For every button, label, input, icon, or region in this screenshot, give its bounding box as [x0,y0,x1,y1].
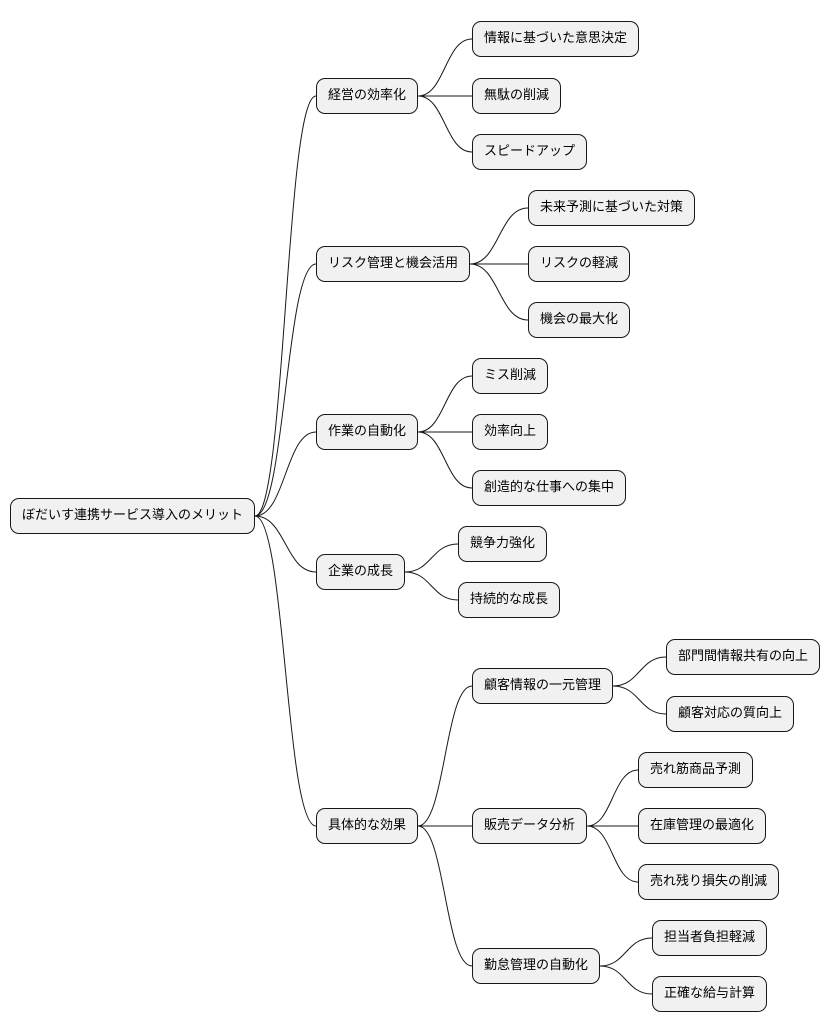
leaf-kyuuyo-keisan: 正確な給与計算 [652,976,768,1012]
connector-b4-b4-2 [404,571,459,601]
leaf-tantousha-futan: 担当者負担軽減 [652,920,768,956]
connector-b2-b2-3 [469,263,529,321]
leaf-urenokori-sakugen: 売れ残り損失の削減 [638,864,780,900]
leaf-risk-keigen: リスクの軽減 [528,246,631,282]
leaf-speed-up: スピードアップ [472,134,588,170]
subbranch-kokyaku-ichigen: 顧客情報の一元管理 [472,668,614,704]
leaf-jizokuteki-seichou: 持続的な成長 [458,582,561,618]
branch-kigyou-seichou: 企業の成長 [316,554,406,590]
leaf-kikai-saidaika: 機会の最大化 [528,302,631,338]
connector-b3-b3-3 [417,431,473,489]
connector-root-b5 [254,515,317,827]
leaf-kouritsu-koujou: 効率向上 [472,414,549,450]
branch-risk-kanri: リスク管理と機会活用 [316,246,471,282]
leaf-bumonkan-kyouyuu: 部門間情報共有の向上 [666,639,821,675]
connector-root-b4 [254,515,317,573]
connector-root-b3 [254,431,317,517]
connector-b5-2-b5-2-1 [586,769,639,827]
connector-root-b1 [254,95,317,517]
leaf-kyousouryoku: 競争力強化 [458,526,548,562]
leaf-souzouteki-shigoto: 創造的な仕事への集中 [472,470,627,506]
connector-b5-1-b5-1-2 [612,685,667,715]
leaf-muda-sakugen: 無駄の削減 [472,78,562,114]
subbranch-hanbai-bunseki: 販売データ分析 [472,808,588,844]
connector-b1-b1-3 [417,95,473,153]
branch-sagyou-jidouka: 作業の自動化 [316,414,419,450]
leaf-kokyaku-taiou: 顧客対応の質向上 [666,696,795,732]
leaf-uresuji-yosoku: 売れ筋商品予測 [638,752,754,788]
connector-b5-1-b5-1-1 [612,656,667,687]
leaf-mirai-yosoku: 未来予測に基づいた対策 [528,190,696,226]
connector-b3-b3-1 [417,375,473,433]
subbranch-kintai-jidouka: 勤怠管理の自動化 [472,948,601,984]
root-node: ぼだいす連携サービス導入のメリット [10,498,256,534]
connector-b4-b4-1 [404,543,459,573]
connector-b5-b5-1 [417,685,473,827]
leaf-miss-sakugen: ミス削減 [472,358,549,394]
connector-b5-b5-3 [417,825,473,967]
connector-b5-3-b5-3-2 [599,965,653,995]
leaf-zaiko-saitekika: 在庫管理の最適化 [638,808,767,844]
leaf-jouhou-ishikettei: 情報に基づいた意思決定 [472,21,640,57]
connector-b1-b1-1 [417,38,473,97]
branch-keiei-kouritsuka: 経営の効率化 [316,78,419,114]
connector-root-b2 [254,263,317,517]
connector-b5-3-b5-3-1 [599,937,653,967]
branch-gutaiteki-kouka: 具体的な効果 [316,808,419,844]
connector-b2-b2-1 [469,207,529,265]
connector-b5-2-b5-2-3 [586,825,639,883]
